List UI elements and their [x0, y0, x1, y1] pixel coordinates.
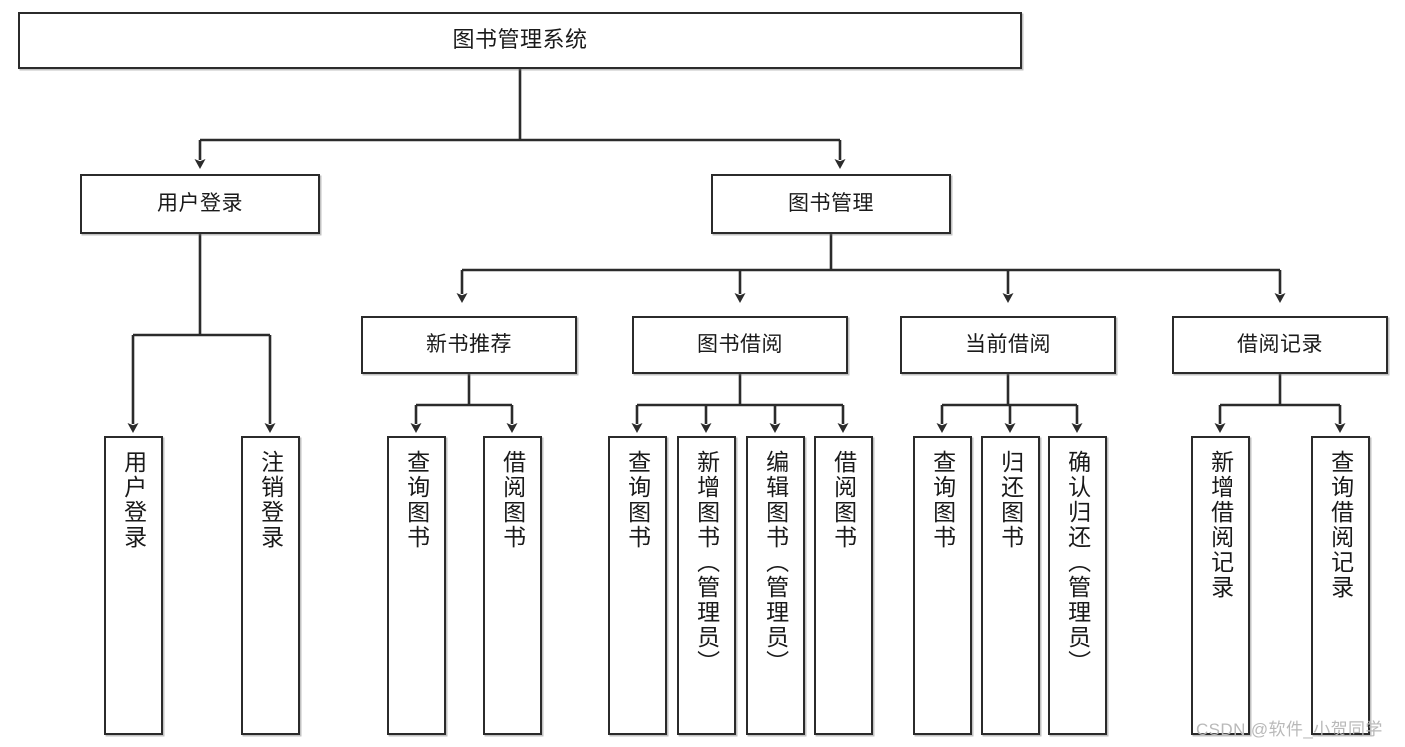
node-book-borrow[interactable]: 图书借阅 — [632, 316, 848, 374]
leaf-query-book-3-label: 查询图书 — [929, 450, 956, 550]
node-book-management-label: 图书管理 — [788, 192, 874, 216]
leaf-add-book[interactable]: 新增图书（管理员） — [677, 436, 736, 735]
leaf-edit-book-label: 编辑图书（管理员） — [762, 450, 789, 675]
leaf-edit-book[interactable]: 编辑图书（管理员） — [746, 436, 805, 735]
leaf-query-record[interactable]: 查询借阅记录 — [1311, 436, 1370, 735]
leaf-query-book-2-label: 查询图书 — [624, 450, 651, 550]
node-root-label: 图书管理系统 — [452, 27, 588, 53]
watermark-text: CSDN @软件_小贺同学 — [1196, 720, 1383, 739]
leaf-query-record-label: 查询借阅记录 — [1327, 450, 1354, 600]
leaf-add-record[interactable]: 新增借阅记录 — [1191, 436, 1250, 735]
node-current-borrow[interactable]: 当前借阅 — [900, 316, 1116, 374]
leaf-confirm-return-label: 确认归还（管理员） — [1064, 450, 1091, 675]
leaf-query-book-1[interactable]: 查询图书 — [387, 436, 446, 735]
leaf-query-book-2[interactable]: 查询图书 — [608, 436, 667, 735]
leaf-add-book-label: 新增图书（管理员） — [693, 450, 720, 675]
leaf-borrow-book-1[interactable]: 借阅图书 — [483, 436, 542, 735]
node-borrow-record-label: 借阅记录 — [1237, 333, 1323, 357]
leaf-borrow-book-2[interactable]: 借阅图书 — [814, 436, 873, 735]
leaf-query-book-1-label: 查询图书 — [403, 450, 430, 550]
node-root[interactable]: 图书管理系统 — [18, 12, 1022, 69]
node-new-book-recommend[interactable]: 新书推荐 — [361, 316, 577, 374]
leaf-user-login[interactable]: 用户登录 — [104, 436, 163, 735]
leaf-borrow-book-1-label: 借阅图书 — [499, 450, 526, 550]
leaf-user-login-label: 用户登录 — [120, 450, 147, 550]
node-user-login-label: 用户登录 — [157, 192, 243, 216]
node-current-borrow-label: 当前借阅 — [965, 333, 1051, 357]
leaf-add-record-label: 新增借阅记录 — [1207, 450, 1234, 600]
leaf-return-book[interactable]: 归还图书 — [981, 436, 1040, 735]
leaf-borrow-book-2-label: 借阅图书 — [830, 450, 857, 550]
leaf-return-book-label: 归还图书 — [997, 450, 1024, 550]
leaf-confirm-return[interactable]: 确认归还（管理员） — [1048, 436, 1107, 735]
node-book-management[interactable]: 图书管理 — [711, 174, 951, 234]
node-borrow-record[interactable]: 借阅记录 — [1172, 316, 1388, 374]
leaf-user-logout-label: 注销登录 — [257, 450, 284, 550]
leaf-query-book-3[interactable]: 查询图书 — [913, 436, 972, 735]
node-book-borrow-label: 图书借阅 — [697, 333, 783, 357]
node-new-book-recommend-label: 新书推荐 — [426, 333, 512, 357]
leaf-user-logout[interactable]: 注销登录 — [241, 436, 300, 735]
node-user-login[interactable]: 用户登录 — [80, 174, 320, 234]
